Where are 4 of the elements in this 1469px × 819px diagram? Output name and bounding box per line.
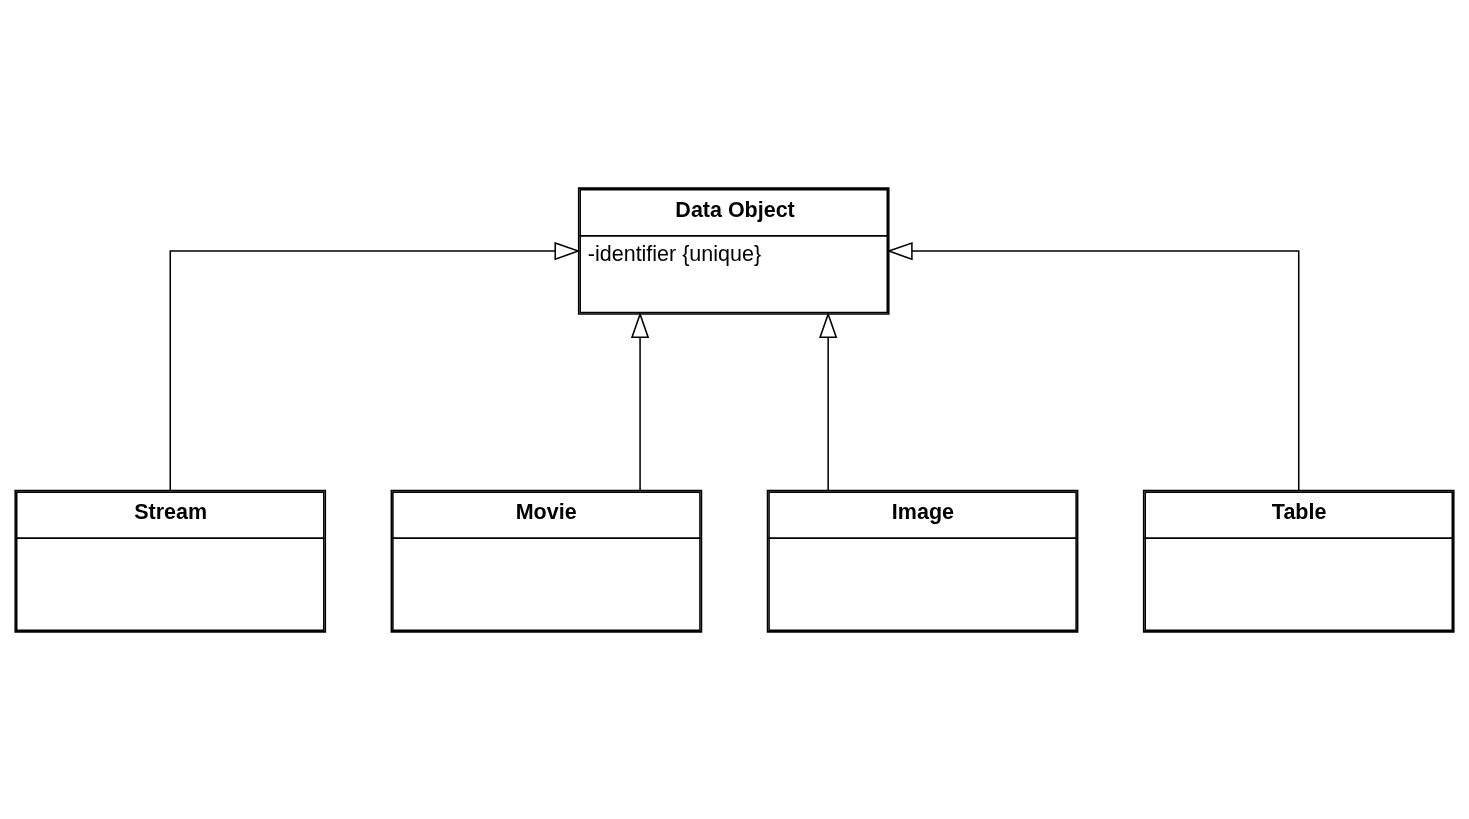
arrow (819, 311, 838, 491)
arrow (169, 241, 581, 491)
arrow (630, 311, 650, 491)
arrow (886, 241, 1300, 491)
